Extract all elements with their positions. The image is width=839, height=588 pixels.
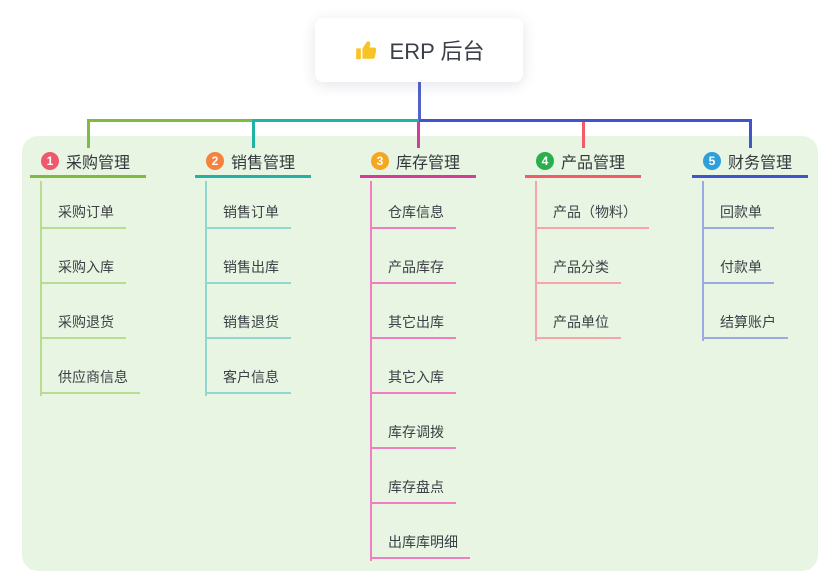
child-node[interactable]: 客户信息 <box>205 362 291 394</box>
branch-node-3[interactable]: 3 库存管理 <box>360 146 476 178</box>
child-node[interactable]: 采购入库 <box>40 252 126 284</box>
connector-line <box>86 121 90 148</box>
branch-number-badge: 3 <box>371 151 389 170</box>
child-node[interactable]: 采购订单 <box>40 197 126 229</box>
branch-label: 销售管理 <box>231 154 296 172</box>
child-node[interactable]: 库存盘点 <box>370 472 456 504</box>
root-node[interactable]: ERP 后台 <box>315 18 523 82</box>
branch-node-1[interactable]: 1 采购管理 <box>30 146 146 178</box>
child-node[interactable]: 结算账户 <box>702 307 788 339</box>
child-node[interactable]: 其它入库 <box>370 362 456 394</box>
child-node[interactable]: 产品库存 <box>370 252 456 284</box>
branch-label: 产品管理 <box>561 154 626 172</box>
child-node[interactable]: 产品（物料） <box>535 197 649 229</box>
connector-line <box>419 119 752 122</box>
connector-line <box>748 121 752 148</box>
child-node[interactable]: 产品分类 <box>535 252 621 284</box>
branch-label: 财务管理 <box>728 154 793 172</box>
connector-line <box>416 121 420 148</box>
branch-number-badge: 2 <box>206 151 224 170</box>
connector-line <box>748 119 752 121</box>
branch-label: 采购管理 <box>66 154 131 172</box>
connector-line <box>251 119 419 122</box>
connector-line <box>417 82 421 120</box>
branch-trunk-line <box>535 181 537 341</box>
child-node[interactable]: 库存调拨 <box>370 417 456 449</box>
child-node[interactable]: 其它出库 <box>370 307 456 339</box>
child-node[interactable]: 仓库信息 <box>370 197 456 229</box>
branch-node-2[interactable]: 2 销售管理 <box>195 146 311 178</box>
child-node[interactable]: 供应商信息 <box>40 362 140 394</box>
branch-number-badge: 1 <box>41 151 59 170</box>
child-node[interactable]: 产品单位 <box>535 307 621 339</box>
branch-trunk-line <box>40 181 42 396</box>
connector-line <box>251 121 255 148</box>
branch-number-badge: 5 <box>703 151 721 170</box>
branch-trunk-line <box>702 181 704 341</box>
child-node[interactable]: 回款单 <box>702 197 774 229</box>
branch-trunk-line <box>370 181 372 561</box>
child-node[interactable]: 采购退货 <box>40 307 126 339</box>
branch-trunk-line <box>205 181 207 396</box>
connector-line <box>581 121 585 148</box>
connector-line <box>86 119 90 121</box>
root-node-label: ERP 后台 <box>389 39 485 64</box>
branch-label: 库存管理 <box>396 154 461 172</box>
thumbs-up-icon <box>355 41 376 60</box>
branch-node-5[interactable]: 5 财务管理 <box>692 146 808 178</box>
child-node[interactable]: 付款单 <box>702 252 774 284</box>
child-node[interactable]: 销售退货 <box>205 307 291 339</box>
branch-number-badge: 4 <box>536 151 554 170</box>
branch-node-4[interactable]: 4 产品管理 <box>525 146 641 178</box>
branches-panel <box>22 136 818 571</box>
child-node[interactable]: 出库库明细 <box>370 527 470 559</box>
child-node[interactable]: 销售订单 <box>205 197 291 229</box>
child-node[interactable]: 销售出库 <box>205 252 291 284</box>
